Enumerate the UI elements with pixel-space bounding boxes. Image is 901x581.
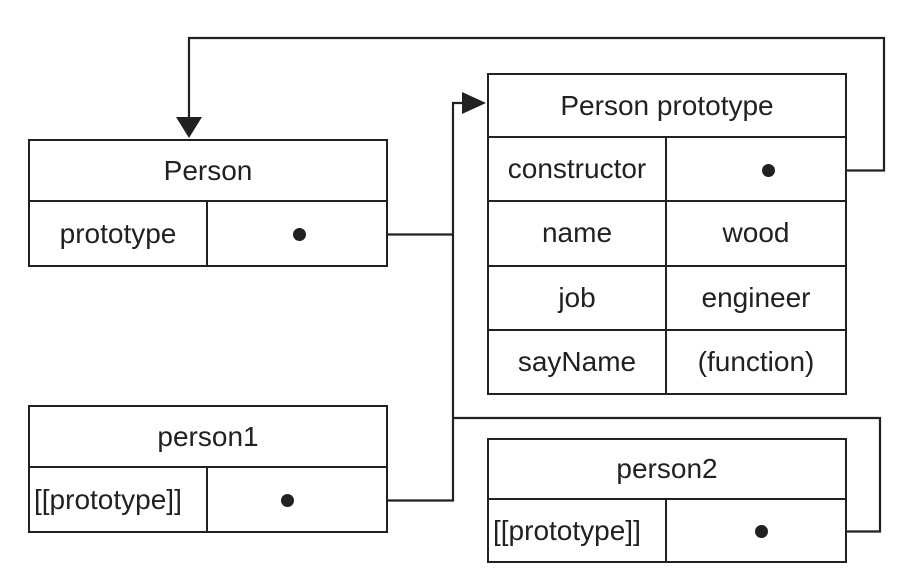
person-prototype-ref-dot-icon — [293, 228, 306, 241]
constructor-key: constructor — [489, 138, 667, 201]
table-row: constructor — [489, 138, 845, 201]
person1-ref-dot-icon — [281, 494, 294, 507]
person1-internal-prototype-value — [208, 468, 386, 531]
person2-box-title: person2 — [489, 440, 845, 500]
person-box: Person prototype — [28, 139, 388, 267]
person-prototype-box: Person prototype constructor name wood j… — [487, 73, 847, 395]
person-prototype-box-rows: constructor name wood job engineer sayNa… — [489, 138, 845, 393]
name-value: wood — [722, 217, 790, 249]
arrowhead-down-icon — [176, 117, 202, 138]
constructor-value — [667, 138, 845, 200]
sayname-value: (function) — [697, 345, 815, 377]
table-row: job engineer — [489, 264, 845, 329]
person2-internal-prototype-key: [[prototype]] — [489, 500, 667, 561]
person1-internal-prototype-key: [[prototype]] — [30, 468, 208, 531]
table-row: [[prototype]] — [30, 468, 386, 531]
job-key: job — [489, 266, 667, 329]
constructor-ref-dot-icon — [762, 164, 775, 177]
person1-box-rows: [[prototype]] — [30, 468, 386, 531]
sayname-key: sayName — [489, 330, 667, 393]
person-prototype-key: prototype — [30, 202, 208, 265]
table-row: name wood — [489, 200, 845, 265]
person-box-title: Person — [30, 141, 386, 202]
person-prototype-box-title: Person prototype — [489, 75, 845, 138]
person1-box-title: person1 — [30, 407, 386, 468]
name-key: name — [489, 202, 667, 265]
table-row: sayName (function) — [489, 328, 845, 393]
job-value: engineer — [701, 281, 811, 313]
person2-box: person2 [[prototype]] — [487, 438, 847, 563]
person2-box-rows: [[prototype]] — [489, 500, 845, 561]
table-row: prototype — [30, 202, 386, 265]
person2-ref-dot-icon — [755, 525, 768, 538]
table-row: [[prototype]] — [489, 500, 845, 561]
arrowhead-right-icon — [462, 92, 486, 114]
person-box-rows: prototype — [30, 202, 386, 265]
person1-box: person1 [[prototype]] — [28, 405, 388, 533]
